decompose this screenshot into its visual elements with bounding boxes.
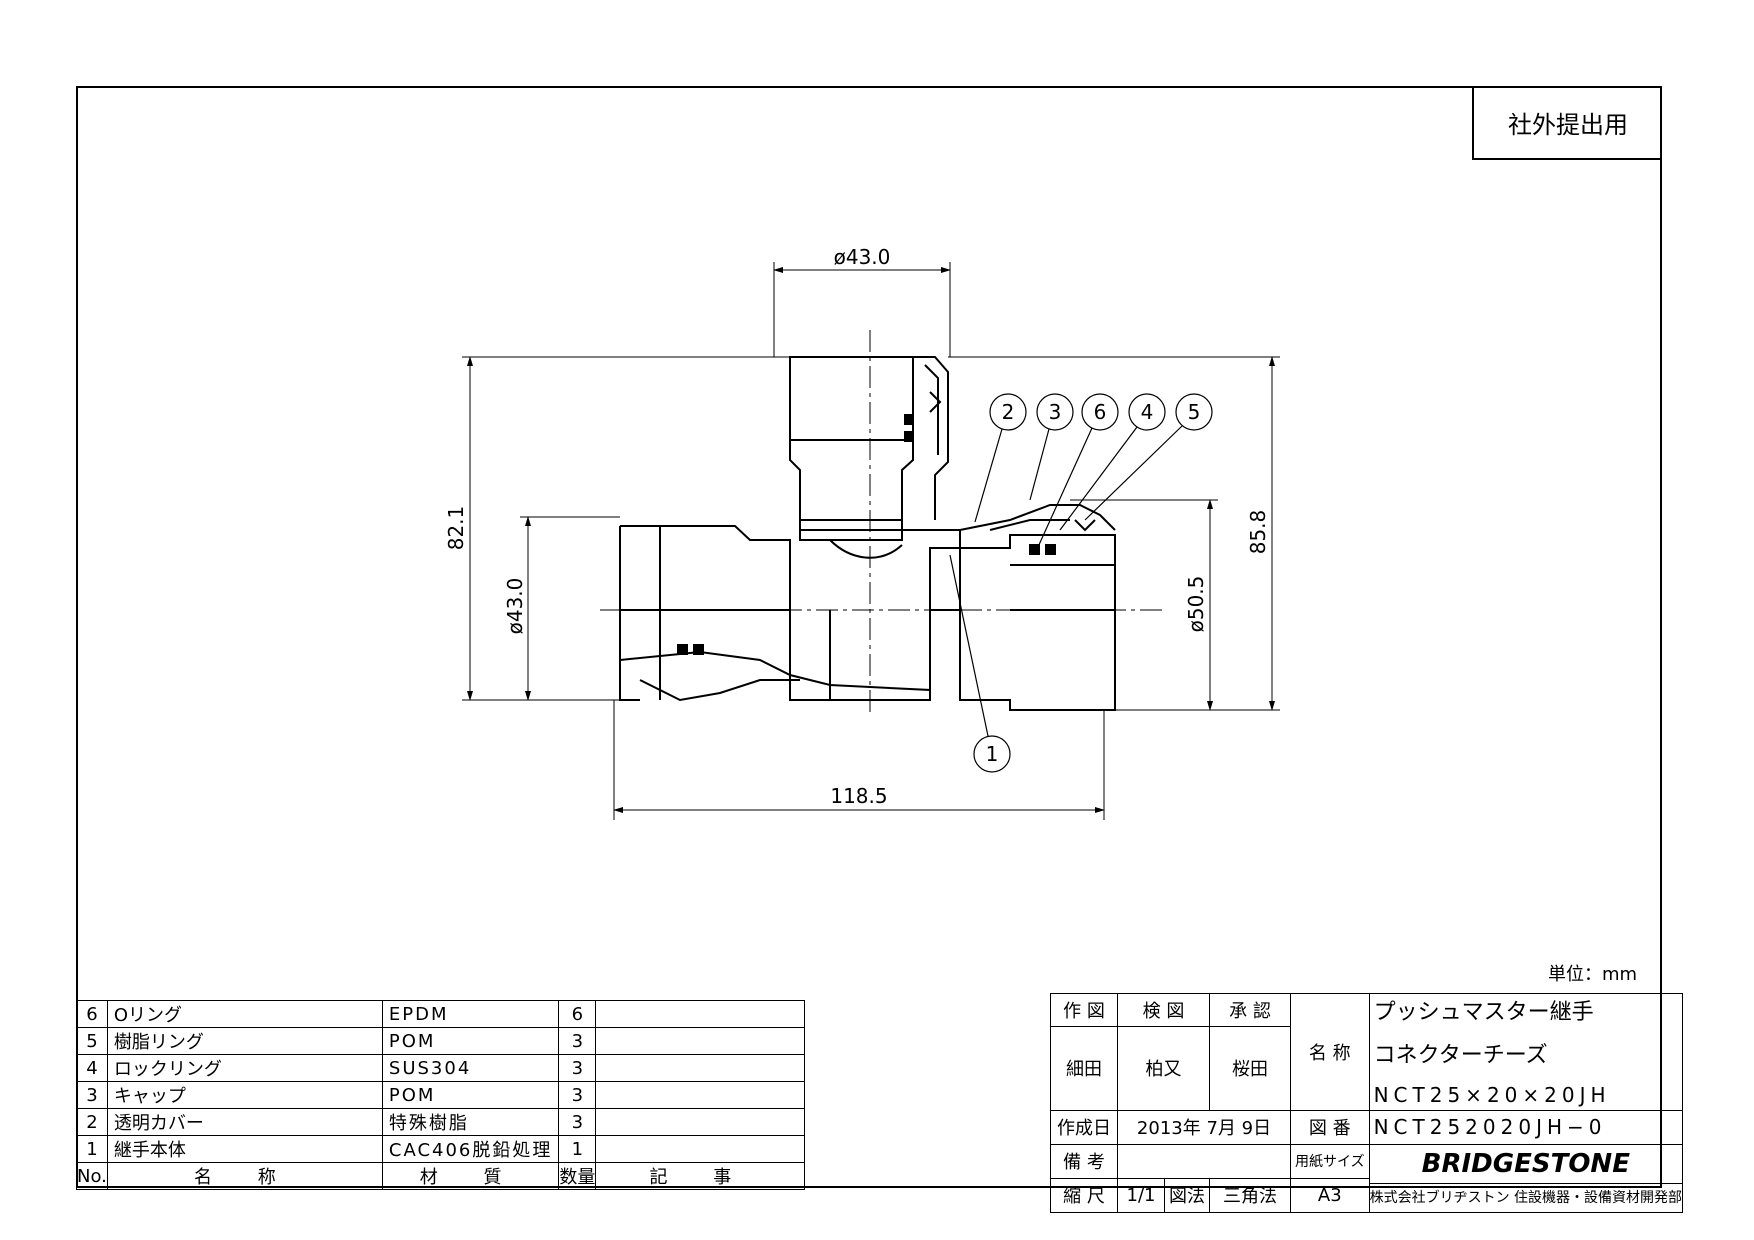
part-qty: 1	[558, 1135, 597, 1163]
table-header: No. 名 称 材 質 数量 記 事	[76, 1162, 806, 1190]
part-qty: 3	[558, 1108, 597, 1136]
part-material: POM	[381, 1027, 560, 1055]
part-name: キャップ	[106, 1081, 383, 1109]
scale-label: 縮 尺	[1050, 1177, 1118, 1213]
part-qty: 3	[558, 1054, 597, 1082]
part-no: 6	[76, 1000, 108, 1028]
title-line3: NCT25×20×20JH	[1368, 1080, 1684, 1111]
part-name: 樹脂リング	[106, 1027, 383, 1055]
table-row: 1 継手本体 CAC406脱鉛処理 1	[76, 1135, 806, 1163]
part-name: 透明カバー	[106, 1108, 383, 1136]
scale-value: 1/1	[1117, 1177, 1165, 1213]
part-no: 5	[76, 1027, 108, 1055]
fitting-body	[619, 356, 1116, 711]
part-material: EPDM	[381, 1000, 560, 1028]
header-material: 材 質	[381, 1162, 560, 1190]
part-no: 1	[76, 1135, 108, 1163]
table-row: 5 樹脂リング POM 3	[76, 1027, 806, 1055]
paper-size-value: A3	[1290, 1177, 1370, 1213]
part-material: CAC406脱鉛処理	[381, 1135, 560, 1163]
table-row: 4 ロックリング SUS304 3	[76, 1054, 806, 1082]
dimension-lines	[462, 262, 1280, 820]
header-qty: 数量	[558, 1162, 597, 1190]
part-remark	[595, 1000, 806, 1028]
part-qty: 3	[558, 1081, 597, 1109]
drawn-label: 作 図	[1050, 993, 1118, 1027]
parts-table: 6 Oリング EPDM 6 5 樹脂リング POM 3 4 ロックリング SUS…	[76, 1000, 806, 1190]
part-name: 継手本体	[106, 1135, 383, 1163]
part-balloons	[949, 393, 1213, 773]
dim-right-diameter: ø50.5	[1184, 576, 1208, 633]
part-no: 3	[76, 1081, 108, 1109]
logo-text: BRIDGESTONE	[1421, 1149, 1630, 1179]
part-remark	[595, 1108, 806, 1136]
approved-by: 桜田	[1209, 1025, 1291, 1111]
part-remark	[595, 1027, 806, 1055]
date-value: 2013年 7月 9日	[1117, 1109, 1291, 1145]
remarks-value	[1117, 1143, 1291, 1179]
part-material: 特殊樹脂	[381, 1108, 560, 1136]
table-row: 6 Oリング EPDM 6	[76, 1000, 806, 1028]
header-no: No.	[76, 1162, 108, 1190]
dim-left-diameter: ø43.0	[503, 578, 527, 635]
balloon-4: 4	[1141, 400, 1154, 424]
table-row: 2 透明カバー 特殊樹脂 3	[76, 1108, 806, 1136]
part-name: Oリング	[106, 1000, 383, 1028]
title-block: 作 図 検 図 承 認 名 称 プッシュマスター継手 細田 柏又 桜田 コネクタ…	[1050, 993, 1684, 1213]
company-name: 株式会社ブリヂストン 住設機器・設備資材開発部	[1369, 1183, 1683, 1207]
drawing-no: NCT252020JH−0	[1368, 1109, 1684, 1145]
dim-height-left: 82.1	[444, 506, 468, 551]
balloon-1: 1	[986, 742, 999, 766]
remarks-label: 備 考	[1050, 1143, 1118, 1179]
title-line1: プッシュマスター継手	[1368, 993, 1684, 1026]
title-line2: コネクターチーズ	[1368, 1026, 1684, 1080]
part-no: 2	[76, 1108, 108, 1136]
header-name: 名 称	[106, 1162, 383, 1190]
table-row: 3 キャップ POM 3	[76, 1081, 806, 1109]
paper-size-label: 用紙サイズ	[1290, 1143, 1370, 1179]
part-remark	[595, 1081, 806, 1109]
part-name: ロックリング	[106, 1054, 383, 1082]
external-stamp: 社外提出用	[1472, 86, 1662, 160]
drawing-frame	[76, 86, 1662, 1188]
checked-label: 検 図	[1117, 993, 1210, 1027]
drawn-by: 細田	[1050, 1025, 1118, 1111]
part-remark	[595, 1054, 806, 1082]
dim-width: 118.5	[830, 784, 887, 808]
drawing-no-label: 図 番	[1290, 1109, 1370, 1145]
part-qty: 3	[558, 1027, 597, 1055]
part-no: 4	[76, 1054, 108, 1082]
balloon-5: 5	[1188, 400, 1201, 424]
header-remark: 記 事	[595, 1162, 806, 1190]
balloon-3: 3	[1049, 400, 1062, 424]
dim-top-diameter: ø43.0	[834, 245, 891, 269]
method-value: 三角法	[1209, 1177, 1291, 1213]
dim-height-right: 85.8	[1246, 510, 1270, 555]
checked-by: 柏又	[1117, 1025, 1210, 1111]
bridgestone-logo: BRIDGESTONE 株式会社ブリヂストン 住設機器・設備資材開発部	[1368, 1143, 1684, 1213]
part-material: SUS304	[381, 1054, 560, 1082]
part-remark	[595, 1135, 806, 1163]
approved-label: 承 認	[1209, 993, 1291, 1027]
unit-note: 単位：mm	[1548, 964, 1638, 985]
part-material: POM	[381, 1081, 560, 1109]
part-qty: 6	[558, 1000, 597, 1028]
balloon-2: 2	[1002, 400, 1015, 424]
date-label: 作成日	[1050, 1109, 1118, 1145]
method-label: 図法	[1164, 1177, 1210, 1213]
name-label: 名 称	[1290, 993, 1370, 1111]
balloon-6: 6	[1094, 400, 1107, 424]
